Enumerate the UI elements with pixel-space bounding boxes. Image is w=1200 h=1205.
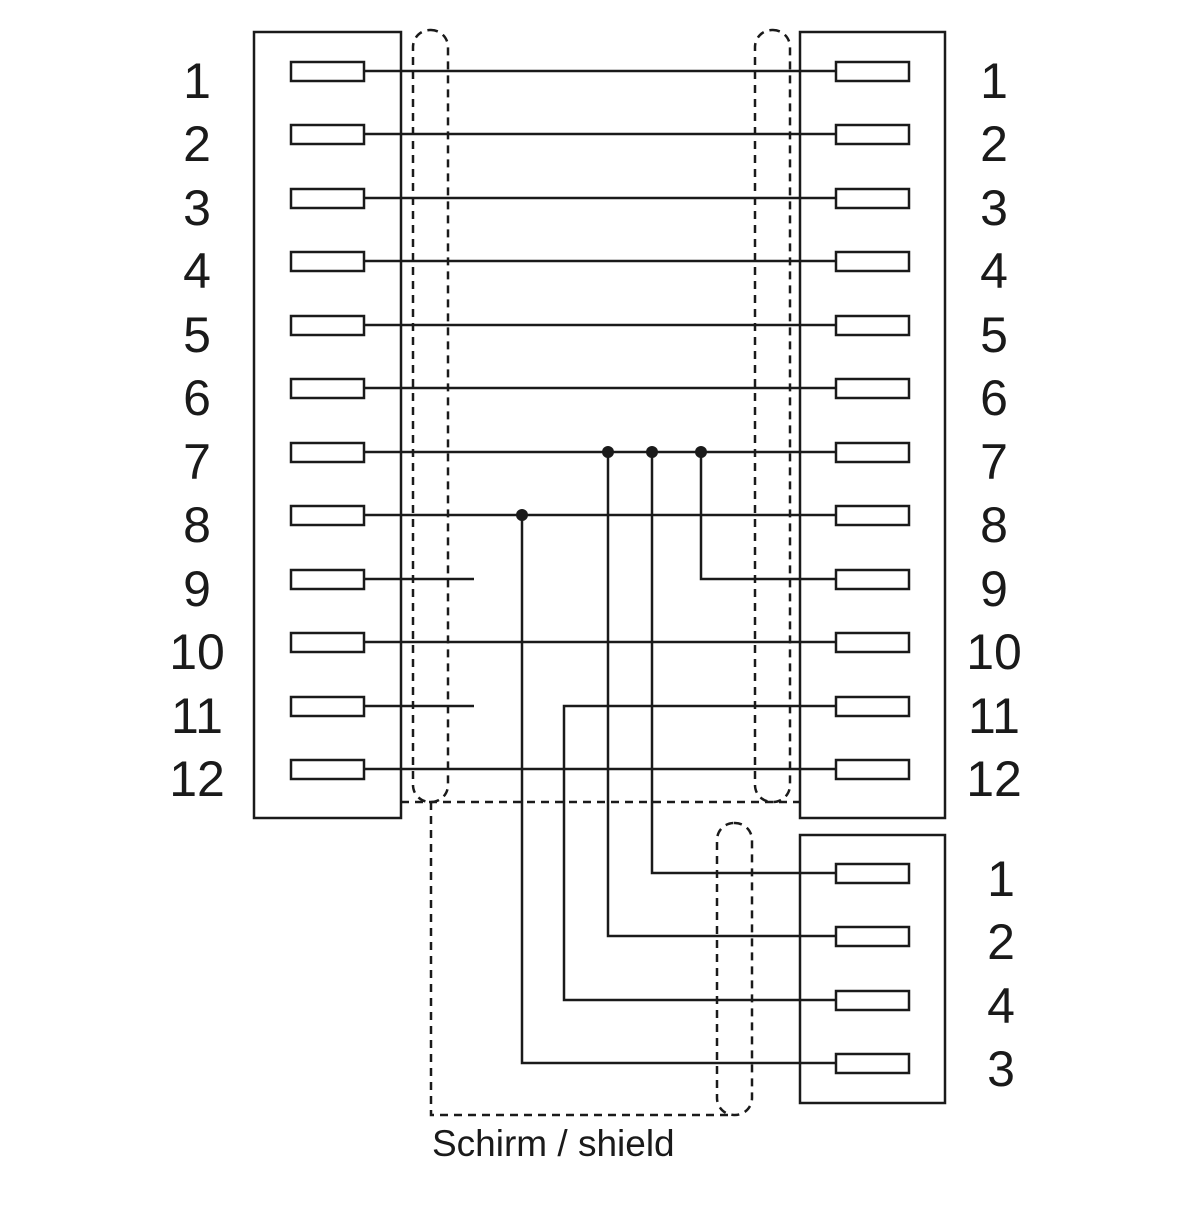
right-pin-label: 11 — [968, 688, 1020, 744]
bottom-pin-label: 4 — [987, 978, 1015, 1034]
left-pin-label: 12 — [169, 751, 225, 807]
bottom-pin-2-contact — [834, 925, 911, 948]
right-pin-label: 9 — [980, 561, 1008, 617]
left-pin-7-contact — [289, 441, 366, 464]
branch-7-to-bottom-2 — [606, 452, 836, 938]
left-pin-1-contact — [289, 60, 366, 83]
left-pin-12-contact — [289, 758, 366, 781]
left-pin-label: 4 — [183, 243, 211, 299]
left-pin-8-contact — [289, 504, 366, 527]
left-connector-housing — [252, 30, 403, 820]
junction-dot — [602, 446, 614, 458]
junction-dot — [695, 446, 707, 458]
branch-right-11-to-bottom-4 — [562, 704, 836, 1002]
branch-8-to-bottom-3 — [520, 515, 836, 1065]
right-pin-2-contact — [834, 123, 911, 146]
right-pin-4-contact — [834, 250, 911, 273]
left-pin-9-contact — [289, 568, 366, 591]
left-pin-label: 8 — [183, 497, 211, 553]
left-pin-label: 2 — [183, 116, 211, 172]
right-pin-label: 6 — [980, 370, 1008, 426]
branch-7-to-right-9 — [699, 452, 836, 581]
right-pin-8-contact — [834, 504, 911, 527]
right-pin-12-contact — [834, 758, 911, 781]
junction-dot — [516, 509, 528, 521]
bottom-pin-contacts — [834, 862, 911, 1075]
shield-drain-loop — [429, 802, 734, 1117]
left-pin-5-contact — [289, 314, 366, 337]
left-pin-label: 3 — [183, 180, 211, 236]
branch-7-to-bottom-1 — [650, 452, 836, 875]
right-pin-contacts — [834, 60, 911, 781]
left-pin-label: 6 — [183, 370, 211, 426]
shield-right-ellipse — [753, 28, 792, 804]
left-pin-10-contact — [289, 631, 366, 654]
right-pin-label: 7 — [980, 434, 1008, 490]
left-pin-6-contact — [289, 377, 366, 400]
shield-left-ellipse — [411, 28, 450, 804]
left-pin-2-contact — [289, 123, 366, 146]
right-pin-label: 3 — [980, 180, 1008, 236]
right-pin-label: 12 — [966, 751, 1022, 807]
bottom-pin-4-contact — [834, 989, 911, 1012]
right-pin-3-contact — [834, 187, 911, 210]
right-pin-label: 10 — [966, 624, 1022, 680]
left-pin-labels: 1 2 3 4 5 6 7 8 9 10 11 12 — [169, 53, 225, 807]
left-pin-label: 10 — [169, 624, 225, 680]
bottom-pin-label: 1 — [987, 851, 1015, 907]
right-pin-9-contact — [834, 568, 911, 591]
junction-dot — [646, 446, 658, 458]
shield-label: Schirm / shield — [432, 1123, 675, 1164]
right-pin-label: 4 — [980, 243, 1008, 299]
right-connector-housing — [798, 30, 947, 820]
right-pin-label: 8 — [980, 497, 1008, 553]
bottom-pin-1-contact — [834, 862, 911, 885]
branch-wires — [520, 452, 836, 1065]
left-pin-11-contact — [289, 695, 366, 718]
left-pin-label: 7 — [183, 434, 211, 490]
bottom-pin-labels: 1 2 4 3 — [987, 851, 1015, 1097]
shield — [401, 28, 800, 1117]
straight-wires — [364, 69, 836, 771]
left-pin-4-contact — [289, 250, 366, 273]
right-pin-labels: 1 2 3 4 5 6 7 8 9 10 11 12 — [966, 53, 1022, 807]
bottom-pin-3-contact — [834, 1052, 911, 1075]
left-pin-contacts — [289, 60, 366, 781]
shield-bottom-ellipse — [715, 821, 754, 1117]
right-pin-1-contact — [834, 60, 911, 83]
right-pin-label: 5 — [980, 307, 1008, 363]
bottom-connector-housing — [798, 833, 947, 1105]
junction-dots — [516, 446, 707, 521]
bottom-pin-label: 3 — [987, 1041, 1015, 1097]
left-pin-3-contact — [289, 187, 366, 210]
left-pin-label: 11 — [171, 688, 223, 744]
left-pin-label: 5 — [183, 307, 211, 363]
right-pin-5-contact — [834, 314, 911, 337]
right-pin-6-contact — [834, 377, 911, 400]
left-pin-label: 1 — [183, 53, 211, 109]
right-pin-10-contact — [834, 631, 911, 654]
right-pin-7-contact — [834, 441, 911, 464]
right-pin-label: 1 — [980, 53, 1008, 109]
right-pin-11-contact — [834, 695, 911, 718]
bottom-pin-label: 2 — [987, 914, 1015, 970]
left-pin-label: 9 — [183, 561, 211, 617]
right-pin-label: 2 — [980, 116, 1008, 172]
